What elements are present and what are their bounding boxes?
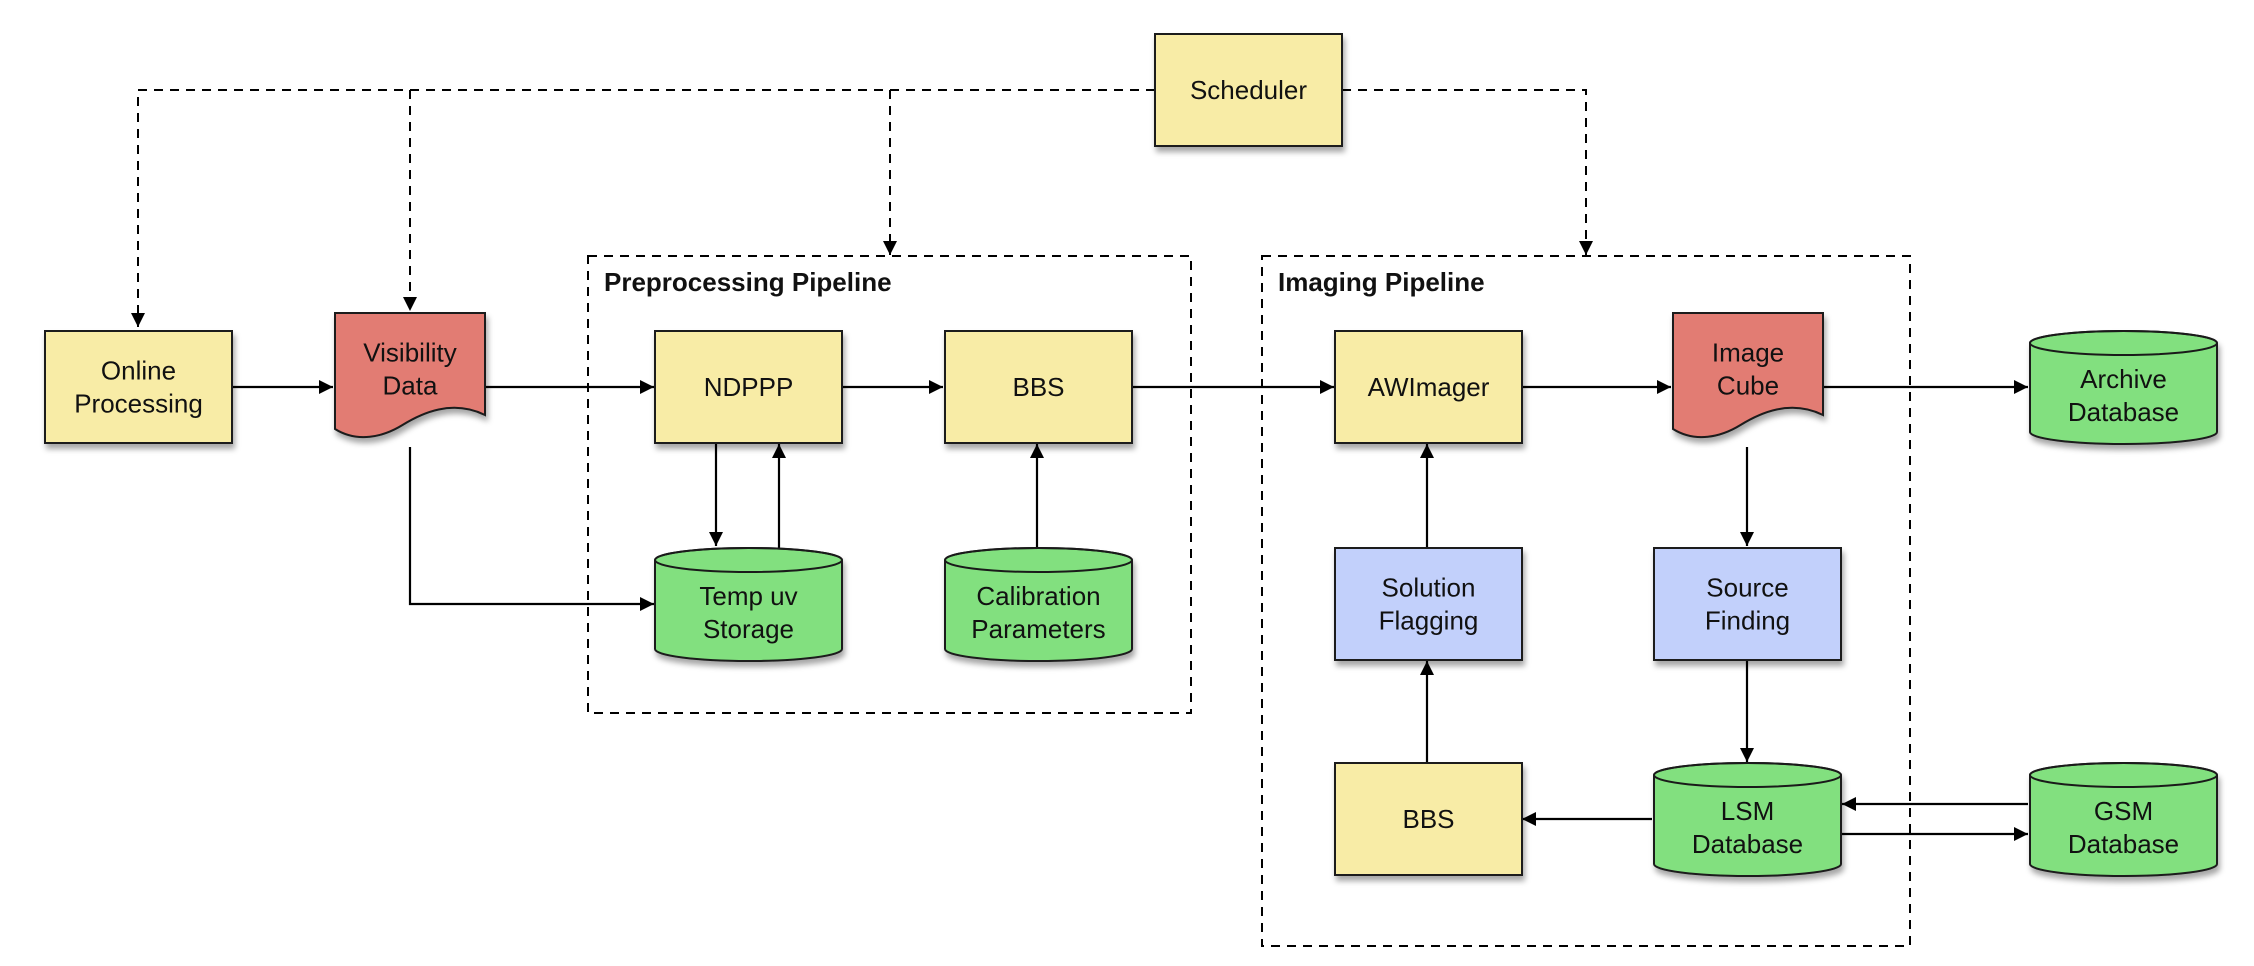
scheduler-box-label-line-1: Scheduler (1190, 75, 1307, 105)
imaging-pipeline-title: Imaging Pipeline (1278, 267, 1485, 297)
scheduler-box-shape (1154, 33, 1343, 147)
source-finding-box-shape (1653, 547, 1842, 661)
gsm-database-label-line-1: GSM (2094, 796, 2153, 826)
data-flow-edges (232, 380, 2028, 841)
gsm-database-label-line-2: Database (2068, 829, 2179, 859)
source-finding-box-label-line-2: Finding (1705, 606, 1790, 636)
solution-flagging-box-label-line-1: Solution (1382, 573, 1476, 603)
archive-database-top-rim (2029, 330, 2218, 356)
awimager-box: AWImager (1334, 330, 1523, 444)
archive-database-label-line-1: Archive (2080, 364, 2167, 394)
lsm-database-top-rim (1653, 762, 1842, 788)
temp-uv-storage-database-label-line-1: Temp uv (699, 581, 797, 611)
ndppp-box-label-line-1: NDPPP (704, 372, 794, 402)
bbs-imaging-box-shape (1334, 762, 1523, 876)
temp-uv-storage-database-label-line-2: Storage (703, 614, 794, 644)
bbs-imaging-box: BBS (1334, 762, 1523, 876)
bbs-preprocessing-box: BBS (944, 330, 1133, 444)
image-cube-document-label-line-2: Cube (1717, 371, 1779, 401)
online-processing-box-label-line-2: Processing (74, 389, 203, 419)
bbs-imaging-box-label-line-1: BBS (1402, 804, 1454, 834)
image-cube-document-label-line-1: Image (1712, 338, 1784, 368)
imaging-pipeline-group (1261, 255, 1911, 947)
archive-database-label-line-2: Database (2068, 397, 2179, 427)
bbs-preprocessing-box-shape (944, 330, 1133, 444)
visibility-data-document-shape (334, 312, 486, 439)
preprocessing-pipeline-title: Preprocessing Pipeline (604, 267, 892, 297)
solution-flagging-box-label-line-2: Flagging (1379, 606, 1479, 636)
visibility-data-document-label-line-2: Data (383, 371, 438, 401)
online-processing-box-label-line-1: Online (101, 356, 176, 386)
scheduler-box: Scheduler (1154, 33, 1343, 147)
gsm-database-top-rim (2029, 762, 2218, 788)
preprocessing-pipeline-group (587, 255, 1192, 714)
awimager-box-shape (1334, 330, 1523, 444)
online-processing-box-shape (44, 330, 233, 444)
calibration-parameters-database-label-line-1: Calibration (976, 581, 1100, 611)
bbs-preprocessing-box-label-line-1: BBS (1012, 372, 1064, 402)
scheduler-control-lines (131, 89, 1593, 327)
lsm-database-label-line-1: LSM (1721, 796, 1774, 826)
image-cube-document-shape (1672, 312, 1824, 439)
awimager-box-label-line-1: AWImager (1368, 372, 1490, 402)
lsm-database-label-line-2: Database (1692, 829, 1803, 859)
ndppp-box: NDPPP (654, 330, 843, 444)
source-finding-box-label-line-1: Source (1706, 573, 1788, 603)
calibration-parameters-database-top-rim (944, 547, 1133, 573)
ndppp-box-shape (654, 330, 843, 444)
solution-flagging-box-shape (1334, 547, 1523, 661)
temp-uv-storage-database-top-rim (654, 547, 843, 573)
calibration-parameters-database-label-line-2: Parameters (971, 614, 1105, 644)
visibility-data-document-label-line-1: Visibility (363, 338, 456, 368)
